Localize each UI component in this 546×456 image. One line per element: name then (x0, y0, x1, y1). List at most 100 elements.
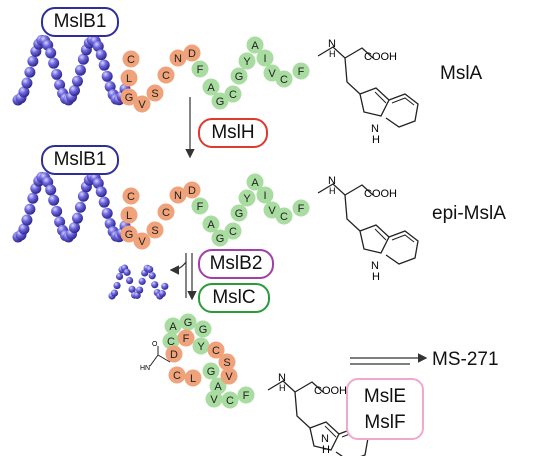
core-residue-bead (122, 187, 140, 205)
leader-bead (101, 207, 113, 219)
core-residue-label: A (207, 82, 215, 94)
trp-ring-h-label: H (372, 134, 380, 146)
leader-bead (101, 70, 113, 82)
core-residue-label: A (207, 219, 215, 231)
core-residue-bead (191, 197, 209, 215)
core-residue-bead (120, 69, 138, 87)
leader-bead (54, 79, 66, 91)
cyclic-residue-bead (209, 377, 227, 395)
core-residue-bead (275, 70, 293, 88)
core-residue-bead (246, 173, 264, 191)
leader-bead (136, 286, 144, 294)
leader-bead (138, 277, 146, 285)
core-residue-bead (157, 203, 175, 221)
trp2-nh-label: N (328, 175, 336, 187)
core-residue-label: A (251, 177, 259, 189)
core-residue-bead (191, 60, 209, 78)
core-residue-bead (224, 85, 242, 103)
core-residue-label: G (216, 233, 225, 245)
leader-bead (71, 212, 83, 224)
cyclic-residue-bead (194, 320, 212, 338)
cyclic-residue-label: G (199, 324, 208, 336)
cyclic-residue-label: Y (197, 341, 205, 353)
core-residue-label: Y (243, 193, 251, 205)
isopeptide-linker: O (149, 341, 171, 367)
trp-h-label: H (329, 49, 336, 59)
leader-bead (126, 276, 134, 285)
leader-bead (158, 289, 166, 298)
core-residue-bead (157, 66, 175, 84)
core-residue-label: V (268, 205, 276, 217)
leader-bead (27, 55, 39, 67)
msla-label: MslA (440, 63, 483, 84)
trp-nh-label: N (328, 38, 336, 50)
cyclic-residue-label: S (223, 357, 230, 369)
trp2-ring-h-label: H (372, 271, 380, 283)
core-residue-bead (292, 62, 310, 80)
leader-bead (98, 196, 110, 208)
core-residue-label: G (125, 92, 134, 104)
core-residue-label: C (162, 207, 170, 219)
cyclic-residue-bead (168, 366, 186, 384)
cyclic-residue-bead (220, 367, 238, 385)
core-residue-bead (120, 88, 138, 106)
core-residue-label: L (126, 210, 132, 222)
trp3-ring-h-label: H (322, 444, 330, 456)
svg-text:O: O (152, 341, 158, 348)
cyclic-residue-bead (192, 337, 210, 355)
cyclic-residue-label: L (190, 373, 196, 385)
msle-mslf-box: MslE MslF (346, 378, 424, 440)
core-residue-label: F (298, 66, 305, 78)
leader-bead (77, 190, 89, 202)
core-residue-bead (211, 92, 229, 110)
leader-bead (21, 214, 33, 226)
mslb1-top-pill: MslB1 (41, 7, 119, 37)
core-residue-label: C (229, 89, 237, 101)
core-residue-label: I (263, 53, 266, 65)
core-residue-label: N (174, 190, 182, 202)
leader-peptide-chain (12, 34, 134, 106)
cyclic-residue-bead (179, 313, 197, 331)
core-residue-label: G (235, 208, 244, 220)
trp2-ring-nh-label: N (371, 260, 379, 272)
release-hook-arrow (169, 261, 187, 275)
leader-bead (113, 281, 121, 290)
core-residue-label: C (280, 211, 288, 223)
cyclic-residue-bead (165, 345, 183, 363)
cyclic-residue-bead (207, 341, 225, 359)
leader-bead (54, 216, 66, 228)
cyclic-residue-bead (184, 369, 202, 387)
epi-msla-label: epi-MslA (432, 203, 506, 224)
cyclic-residue-label: D (170, 349, 178, 361)
core-residue-label: G (216, 96, 225, 108)
leader-bead (68, 85, 80, 97)
trp3-acid-label: COOH (314, 385, 347, 397)
leader-bead (74, 64, 86, 76)
leader-bead (95, 49, 107, 61)
core-residue-label: C (127, 54, 135, 66)
leader-bead (115, 272, 124, 281)
leader-bead (68, 222, 80, 234)
leader-bead (27, 192, 39, 204)
leader-bead (77, 53, 89, 65)
cyclic-residue-label: G (207, 366, 216, 378)
core-residue-bead (169, 186, 187, 204)
tryptophan-structure-2 (317, 183, 419, 265)
leader-bead (48, 194, 60, 206)
linker-hn-label: HN (140, 365, 150, 372)
leader-peptide-chain-2 (12, 171, 134, 243)
cyclic-residue-label: A (169, 321, 177, 333)
core-residue-label: L (126, 73, 132, 85)
cyclic-residue-bead (221, 391, 239, 409)
leader-bead (51, 68, 63, 80)
core-residue-bead (202, 215, 220, 233)
leader-bead (148, 272, 156, 280)
trp3-ring-nh-label: N (321, 433, 329, 445)
cyclic-residue-label: A (214, 381, 222, 393)
core-residue-label: F (298, 203, 305, 215)
core-residue-bead (183, 44, 201, 62)
core-residue-label: D (188, 185, 196, 197)
cyclic-residue-label: C (173, 370, 181, 382)
